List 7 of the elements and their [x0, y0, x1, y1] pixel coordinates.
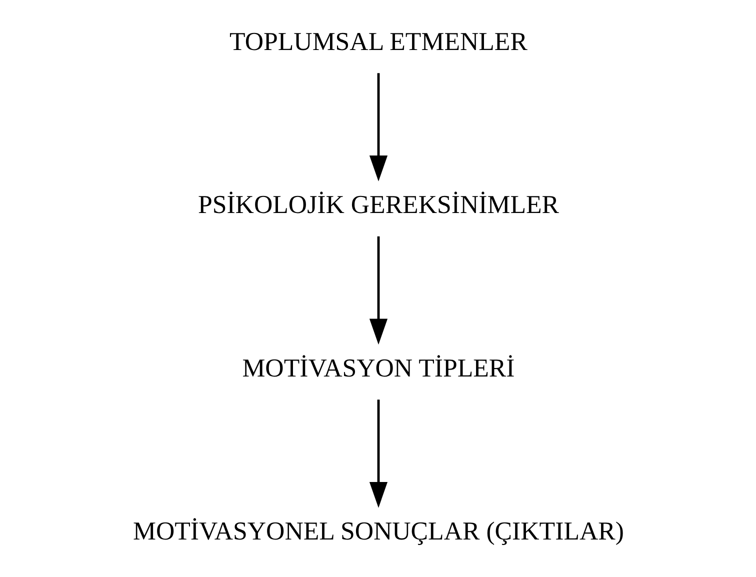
arrow	[368, 236, 388, 345]
node-text: MOTİVASYON TİPLERİ	[242, 353, 514, 382]
arrow	[368, 400, 388, 508]
node-text: TOPLUMSAL ETMENLER	[229, 26, 527, 56]
node-text: PSİKOLOJİK GEREKSİNİMLER	[197, 190, 559, 220]
node-text: MOTİVASYONEL SONUÇLAR (ÇIKTILAR)	[132, 516, 624, 546]
arrow	[368, 73, 388, 182]
